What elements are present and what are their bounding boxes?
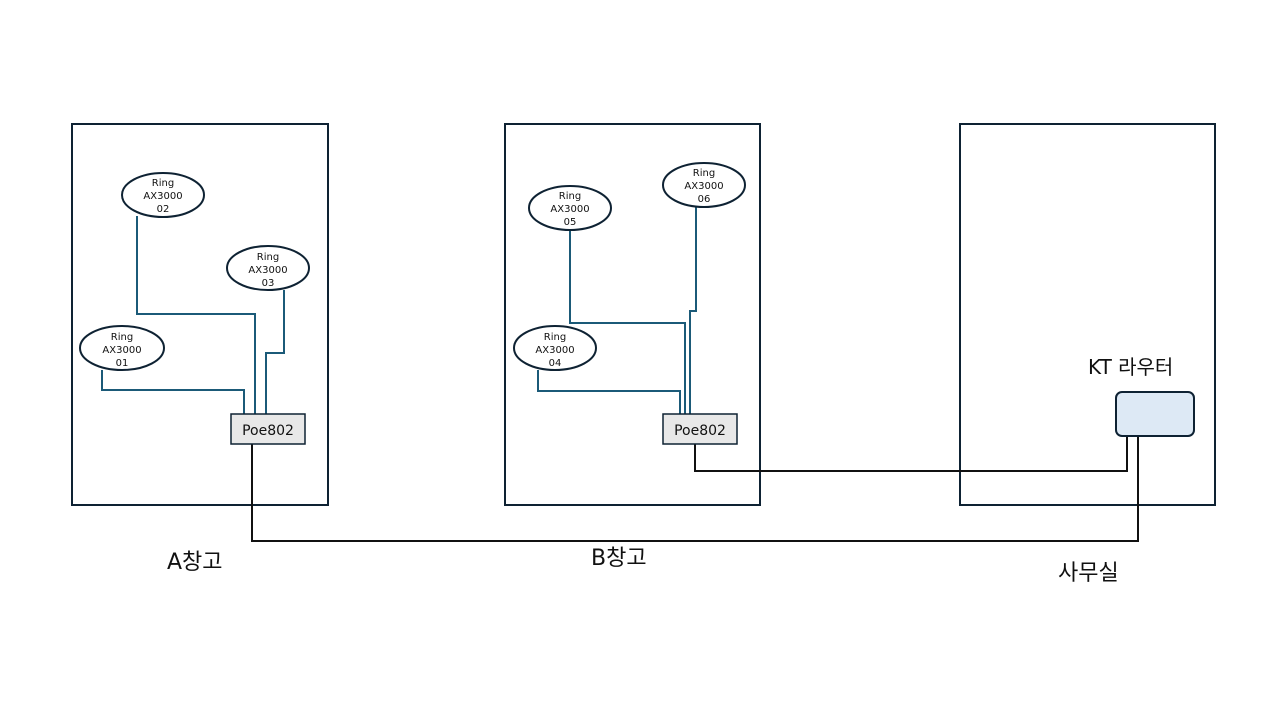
ap-04: Ring AX3000 04 (513, 325, 597, 371)
room-b-label: B창고 (591, 546, 647, 571)
ap-05-line-3: 05 (564, 217, 577, 228)
kt-router: KT 라우터 (1088, 355, 1195, 437)
link-ap02-switch-a (136, 216, 256, 414)
switch-a: Poe802 (230, 413, 306, 445)
uplink-switch-a-router (251, 436, 1139, 542)
ap-03-line-1: Ring (257, 252, 279, 263)
ap-06-line-3: 06 (698, 194, 711, 205)
ap-04-line-1: Ring (544, 332, 566, 343)
link-ap05-switch-b (569, 230, 686, 414)
switch-b-label: Poe802 (674, 423, 726, 439)
ap-05: Ring AX3000 05 (528, 185, 612, 231)
room-office-label: 사무실 (1058, 561, 1119, 586)
ap-03: Ring AX3000 03 (226, 245, 310, 291)
ap-06: Ring AX3000 06 (662, 162, 746, 208)
uplink-switch-b-router (694, 436, 1128, 472)
ap-02: Ring AX3000 02 (121, 172, 205, 218)
ap-01: Ring AX3000 01 (79, 325, 165, 371)
ap-03-line-3: 03 (262, 278, 275, 289)
room-a-label: A창고 (167, 550, 223, 575)
switch-b: Poe802 (662, 413, 738, 445)
link-ap01-switch-a (101, 370, 245, 414)
link-ap06-switch-b (689, 206, 697, 414)
ap-05-line-1: Ring (559, 191, 581, 202)
ap-01-line-2: AX3000 (102, 345, 141, 356)
ap-04-line-2: AX3000 (535, 345, 574, 356)
ap-02-line-3: 02 (157, 204, 170, 215)
ap-05-line-2: AX3000 (550, 204, 589, 215)
ap-06-line-2: AX3000 (684, 181, 723, 192)
ap-02-line-1: Ring (152, 178, 174, 189)
ap-01-line-3: 01 (116, 358, 129, 369)
link-ap04-switch-b (537, 370, 681, 414)
ap-03-line-2: AX3000 (248, 265, 287, 276)
room-office-box (959, 123, 1216, 506)
ap-04-line-3: 04 (549, 358, 562, 369)
router-label: KT 라우터 (1088, 355, 1173, 379)
link-ap03-switch-a (265, 290, 285, 414)
ap-06-line-1: Ring (693, 168, 715, 179)
ap-02-line-2: AX3000 (143, 191, 182, 202)
ap-01-line-1: Ring (111, 332, 133, 343)
switch-a-label: Poe802 (242, 423, 294, 439)
